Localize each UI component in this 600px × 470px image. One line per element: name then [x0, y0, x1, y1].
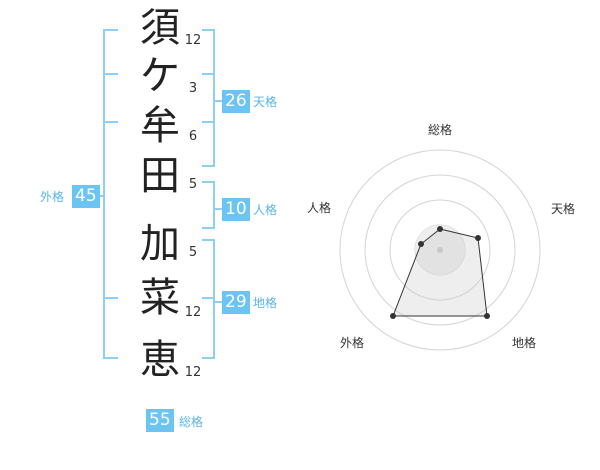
name-char-6: 菜	[140, 275, 180, 321]
radar-ring	[364, 174, 516, 326]
stroke-count-3: 6	[188, 129, 198, 144]
radar-ring	[389, 199, 491, 301]
gaikaku-bracket	[103, 29, 118, 359]
radar-shape	[392, 228, 488, 317]
radar-label-bottom-right: 地格	[512, 335, 536, 350]
name-char-3: 牟	[140, 103, 180, 149]
name-char-1: 須	[140, 5, 180, 51]
radar-point-top	[437, 226, 443, 232]
chikaku-label: 地格	[253, 296, 278, 310]
gaikaku-label: 外格	[40, 190, 65, 204]
soukaku-label: 総格	[179, 415, 204, 429]
tenkaku-value-badge: 26	[222, 90, 250, 113]
chikaku-value-badge: 29	[222, 291, 250, 314]
radar-label-right: 天格	[551, 201, 575, 216]
radar-label-top: 総格	[428, 122, 452, 137]
stroke-count-2: 3	[188, 81, 198, 96]
name-char-5: 加	[140, 221, 180, 267]
gaikaku-value-badge: 45	[72, 185, 100, 208]
radar-point-bottom-left	[390, 313, 396, 319]
radar-point-bottom-right	[484, 313, 490, 319]
name-char-4: 田	[140, 153, 180, 199]
radar-point-right	[475, 235, 481, 241]
radar-chart: 総格 天格 地格 外格 人格	[307, 122, 575, 351]
radar-center-dot	[437, 247, 443, 253]
tenkaku-bracket	[202, 29, 215, 167]
soukaku-value-badge: 55	[146, 409, 174, 432]
stroke-count-7: 12	[184, 365, 202, 380]
jinkaku-bracket	[202, 181, 215, 229]
jinkaku-value-badge: 10	[222, 198, 250, 221]
radar-ring	[339, 149, 541, 351]
jinkaku-label: 人格	[253, 203, 278, 217]
name-char-7: 恵	[140, 337, 180, 383]
stroke-count-1: 12	[184, 33, 202, 48]
name-char-2: ケ	[140, 53, 180, 99]
radar-label-bottom-left: 外格	[340, 335, 364, 350]
radar-label-left: 人格	[307, 200, 331, 215]
stroke-count-5: 5	[188, 245, 198, 260]
stroke-count-6: 12	[184, 305, 202, 320]
tenkaku-label: 天格	[253, 95, 278, 109]
radar-point-left	[418, 241, 424, 247]
stroke-count-4: 5	[188, 177, 198, 192]
